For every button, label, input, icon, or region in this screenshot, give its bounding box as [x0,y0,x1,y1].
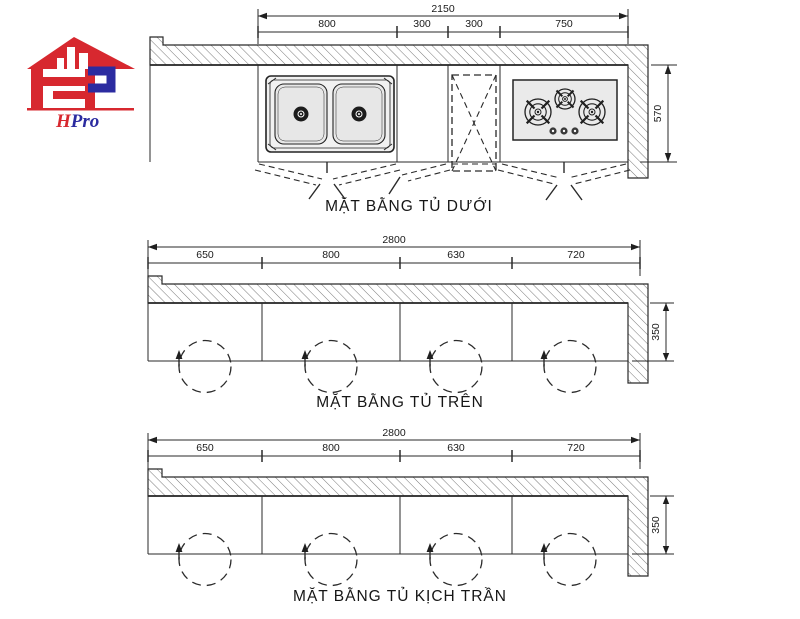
dim-label-depth: 570 [652,105,664,123]
dim-label-segment: 300 [413,18,431,30]
burner-left [524,98,552,126]
plan2-cabinet-carcass [147,303,628,362]
dim-label-height: 350 [650,516,662,534]
dim-label-segment: 800 [318,18,336,30]
plan1-depth-dimension: 570 [640,64,677,163]
gas-hob [512,79,618,141]
double-sink [265,75,395,153]
plan1-door-swings [254,162,631,201]
plan-lower-cabinet: 2150 800 300 300 750 [149,3,677,215]
dim-label-segment: 650 [196,442,214,454]
plan-upper-cabinet: 2800 650 800 630 720 [147,234,674,411]
burner-right [578,98,606,126]
hpro-logo: HPro [27,37,135,132]
dim-label-segment: 720 [567,249,585,261]
logo-wordmark: HPro [55,111,99,132]
dim-label-segment: 720 [567,442,585,454]
dim-label-height: 350 [650,323,662,341]
dim-label-total: 2150 [431,3,455,15]
dim-label-segment: 630 [447,442,465,454]
plan1-segment-dimension: 800 300 300 750 [257,18,629,38]
dim-label-total: 2800 [382,427,406,439]
burner-top [554,88,576,110]
plan-ceiling-cabinet: 2800 650 800 630 720 [147,427,674,605]
dim-label-segment: 300 [465,18,483,30]
plan1-caption: MẶT BẰNG TỦ DƯỚI [325,197,493,215]
plan1-cabinet-carcass [149,65,628,163]
hob-knobs [549,127,579,135]
plan3-door-swings [175,532,597,587]
plan2-door-swings [175,339,597,394]
dim-label-segment: 800 [322,249,340,261]
dashed-appliance-unit [451,74,497,172]
plan3-cabinet-carcass [147,496,628,555]
dim-label-total: 2800 [382,234,406,246]
dim-label-segment: 630 [447,249,465,261]
dim-label-segment: 650 [196,249,214,261]
plan3-caption: MẶT BẰNG TỦ KỊCH TRẦN [293,587,507,605]
plan2-total-dimension: 2800 [147,234,641,276]
dim-label-segment: 800 [322,442,340,454]
dim-label-segment: 750 [555,18,573,30]
logo-house-icon [27,37,135,111]
plan2-caption: MẶT BẰNG TỦ TRÊN [316,393,484,411]
plan3-segment-dimension: 650 800 630 720 [147,442,641,462]
plan2-height-dimension: 350 [632,302,674,362]
plan3-height-dimension: 350 [632,495,674,555]
plan2-segment-dimension: 650 800 630 720 [147,249,641,269]
plan3-total-dimension: 2800 [147,427,641,469]
